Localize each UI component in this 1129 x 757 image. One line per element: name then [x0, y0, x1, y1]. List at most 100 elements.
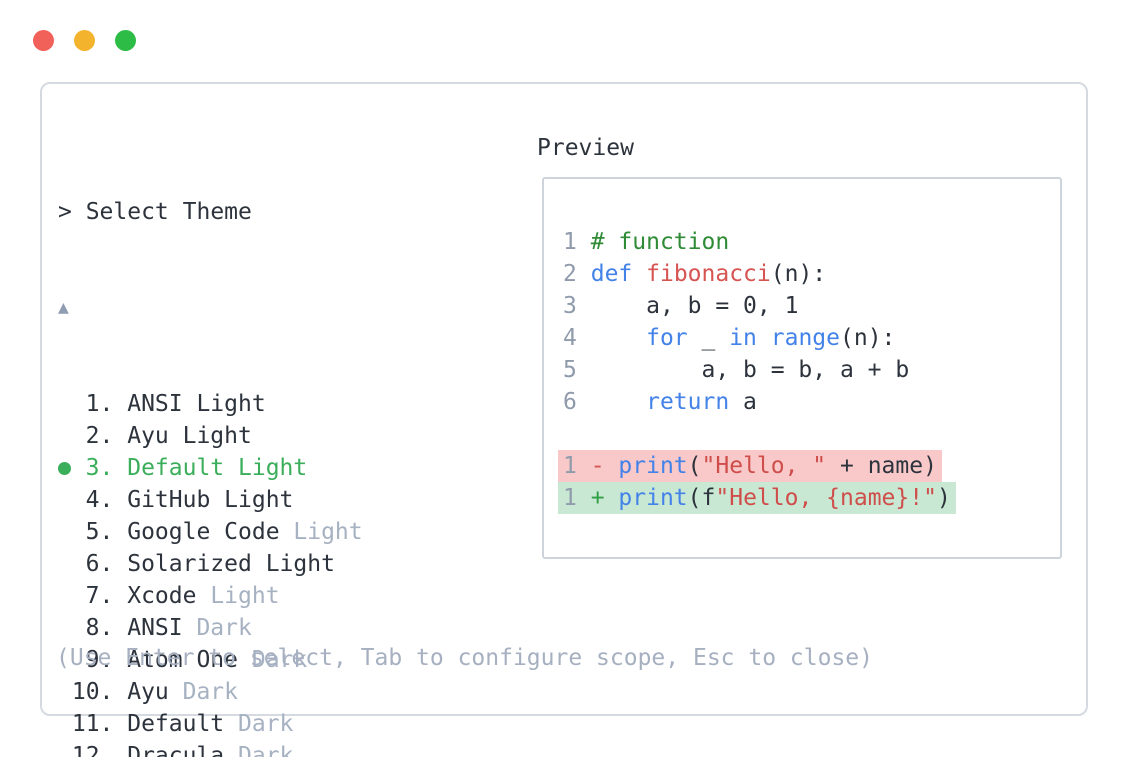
- code-token: a: [729, 389, 757, 415]
- theme-list-item[interactable]: 9. Atom One Dark: [58, 644, 363, 676]
- code-token: print: [618, 485, 688, 511]
- theme-number: 10.: [71, 679, 114, 705]
- code-token: [591, 325, 646, 351]
- minimize-button[interactable]: [74, 30, 95, 51]
- theme-number: 1.: [85, 391, 114, 417]
- preview-label: Preview: [537, 135, 634, 161]
- keyboard-hint: (Use Enter to select, Tab to configure s…: [56, 645, 873, 671]
- code-token: for: [646, 325, 688, 351]
- theme-name: Default Light: [127, 455, 308, 481]
- code-token: [757, 325, 771, 351]
- maximize-button[interactable]: [115, 30, 136, 51]
- code-line: 4 for _ in range(n):: [563, 322, 1060, 354]
- theme-picker-window: > Select Theme ▲ 1. ANSI Light 2. Ayu Light…: [40, 82, 1088, 757]
- theme-list-panel: > Select Theme ▲ 1. ANSI Light 2. Ayu Light…: [58, 132, 363, 757]
- code-line: [563, 418, 1060, 450]
- diff-added-highlight: 1 + print(f"Hello, {name}!"): [558, 482, 956, 514]
- theme-number: 5.: [85, 519, 114, 545]
- line-number: 1: [563, 485, 577, 511]
- line-number: 4: [563, 325, 577, 351]
- theme-name: Default: [127, 711, 225, 737]
- code-token: [591, 389, 646, 415]
- close-button[interactable]: [33, 30, 54, 51]
- theme-list-item[interactable]: 6. Solarized Light: [58, 548, 363, 580]
- theme-number: 9.: [85, 647, 114, 673]
- theme-name: Ayu: [127, 679, 169, 705]
- theme-list-item[interactable]: 3. Default Light: [58, 452, 363, 484]
- theme-number: 7.: [85, 583, 114, 609]
- theme-variant: Dark: [182, 679, 238, 705]
- theme-list-item[interactable]: 2. Ayu Light: [58, 420, 363, 452]
- theme-variant: Dark: [238, 711, 294, 737]
- theme-name: Dracula: [127, 743, 225, 757]
- code-token: a, b = 0, 1: [590, 293, 799, 319]
- code-token: fibonacci: [646, 261, 771, 287]
- code-token: in: [729, 325, 757, 351]
- code-line: 1 - print("Hello, " + name): [558, 450, 1060, 482]
- code-token: "Hello, ": [701, 453, 827, 479]
- code-token: + name): [826, 453, 937, 479]
- code-token: ): [936, 485, 951, 511]
- theme-name: ANSI: [127, 615, 183, 641]
- code-line: 5 a, b = b, a + b: [563, 354, 1060, 386]
- theme-number: 3.: [85, 455, 114, 481]
- code-token: -: [590, 453, 619, 479]
- code-token: range: [770, 325, 841, 351]
- theme-number: 8.: [85, 615, 114, 641]
- code-token: "Hello, {name}!": [715, 485, 937, 511]
- theme-name: ANSI Light: [127, 391, 266, 417]
- line-number: 2: [563, 261, 577, 287]
- line-number: 5: [563, 357, 577, 383]
- theme-number: 4.: [85, 487, 114, 513]
- theme-number: 6.: [85, 551, 114, 577]
- theme-variant: Light: [210, 583, 280, 609]
- code-token: (n):: [770, 261, 827, 287]
- code-token: print: [618, 453, 688, 479]
- theme-list-item[interactable]: 4. GitHub Light: [58, 484, 363, 516]
- theme-number: 2.: [85, 423, 114, 449]
- code-line: 6 return a: [563, 386, 1060, 418]
- code-token: return: [646, 389, 730, 415]
- code-token: [632, 261, 646, 287]
- scroll-up-icon[interactable]: ▲: [58, 297, 69, 318]
- theme-variant: Dark: [251, 647, 308, 673]
- theme-list-item[interactable]: 1. ANSI Light: [58, 388, 363, 420]
- code-token: a, b = b, a + b: [590, 357, 910, 383]
- window-controls: [33, 30, 136, 51]
- line-number: 1: [563, 229, 577, 255]
- theme-list-item[interactable]: 8. ANSI Dark: [58, 612, 363, 644]
- code-line: 2 def fibonacci(n):: [563, 258, 1060, 290]
- theme-number: 12.: [71, 743, 114, 757]
- code-token: _: [687, 325, 730, 351]
- selected-bullet-icon: [58, 452, 72, 484]
- line-number: 1: [563, 453, 577, 479]
- theme-variant: Dark: [238, 743, 294, 757]
- theme-variant: Light: [293, 519, 363, 545]
- theme-name: Atom One: [127, 647, 238, 673]
- code-token: def: [590, 261, 633, 287]
- line-number: 3: [563, 293, 577, 319]
- code-line: 1 # function: [563, 226, 1060, 258]
- code-token: +: [590, 485, 619, 511]
- code-line: 1 + print(f"Hello, {name}!"): [558, 482, 1060, 514]
- diff-removed-highlight: 1 - print("Hello, " + name): [558, 450, 942, 482]
- code-token: (f: [687, 485, 716, 511]
- theme-list-item[interactable]: 12. Dracula Dark: [58, 740, 363, 757]
- theme-name: GitHub Light: [127, 487, 294, 513]
- theme-name: Solarized Light: [127, 551, 335, 577]
- theme-variant: Dark: [196, 615, 252, 641]
- theme-name: Ayu Light: [127, 423, 252, 449]
- code-token: # function: [590, 229, 730, 255]
- theme-name: Google Code: [127, 519, 280, 545]
- select-theme-prompt: > Select Theme: [58, 199, 252, 225]
- code-line: 3 a, b = 0, 1: [563, 290, 1060, 322]
- theme-list-item[interactable]: 10. Ayu Dark: [58, 676, 363, 708]
- theme-list-item[interactable]: 5. Google Code Light: [58, 516, 363, 548]
- theme-list: 1. ANSI Light 2. Ayu Light 3. Default Light 4.…: [58, 388, 363, 757]
- code-token: (: [687, 453, 702, 479]
